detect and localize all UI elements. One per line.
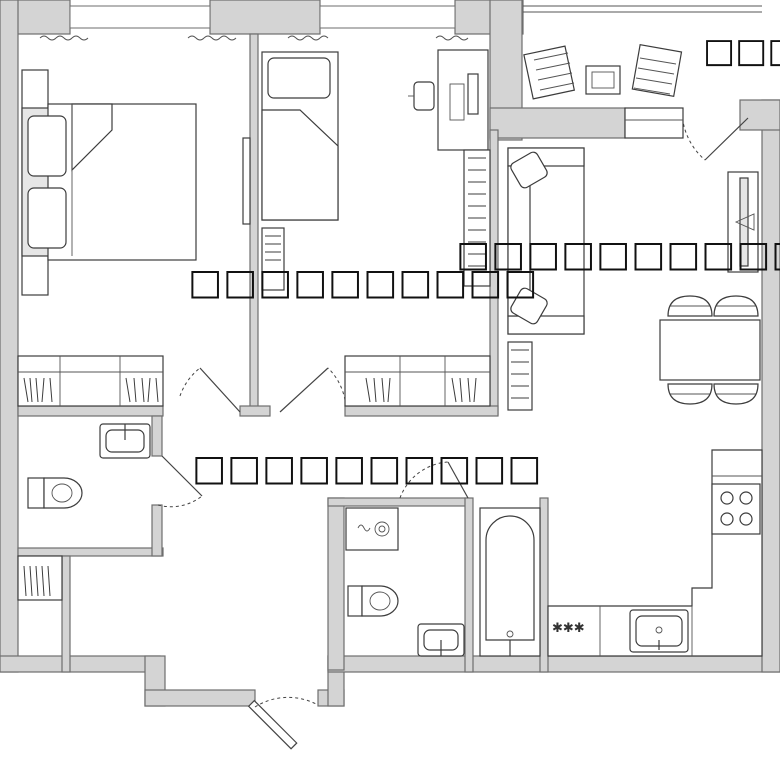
bathroom	[345, 461, 541, 657]
child-room	[261, 35, 491, 413]
washing-machine-icon	[345, 507, 399, 551]
sink-icon	[417, 623, 465, 657]
sofa-icon	[507, 147, 585, 335]
window	[69, 5, 211, 29]
stove-icon	[711, 483, 761, 535]
window	[319, 5, 456, 29]
tv-icon	[727, 171, 759, 273]
wardrobe-icon	[17, 355, 164, 407]
stove-knobs: ✱✱✱	[552, 621, 585, 636]
bookshelf-icon	[463, 149, 491, 287]
door-leaf	[199, 367, 241, 413]
sink-icon	[99, 423, 151, 459]
bookshelf-icon	[507, 341, 533, 411]
kitchen-counter	[547, 449, 763, 657]
deck-chair-icon	[631, 43, 683, 97]
desk-chair-icon	[408, 49, 489, 151]
toilet-icon	[347, 585, 399, 617]
door-leaf	[161, 455, 203, 497]
balcony	[523, 5, 762, 161]
toilet-icon	[27, 477, 83, 509]
bed-icon	[21, 69, 197, 296]
wc	[27, 423, 203, 509]
room-label-bedroom: □□□□□□□□□□	[188, 262, 538, 303]
bookshelf-icon	[261, 227, 285, 291]
door-leaf	[704, 117, 749, 161]
child-bed-icon	[261, 51, 339, 221]
door-leaf	[447, 461, 469, 499]
side-table	[585, 65, 621, 95]
kitchen-sink-icon	[629, 609, 689, 653]
room-label-hall: □□□□□□□□□□	[192, 448, 542, 489]
entrance-door	[247, 696, 319, 750]
wardrobe-icon	[344, 355, 491, 407]
dining-table-icon	[659, 295, 761, 405]
mirror	[242, 137, 251, 225]
deck-chair-icon	[523, 45, 576, 100]
room-label-balcony: □□□	[703, 31, 780, 71]
walls	[0, 0, 780, 707]
door-leaf	[279, 367, 329, 413]
bedroom	[17, 35, 251, 413]
living-room: ✱✱✱	[507, 147, 763, 657]
bathtub-icon	[479, 507, 541, 657]
room-label-living: □□□□□□□□□□	[456, 234, 780, 275]
storage	[17, 555, 63, 601]
